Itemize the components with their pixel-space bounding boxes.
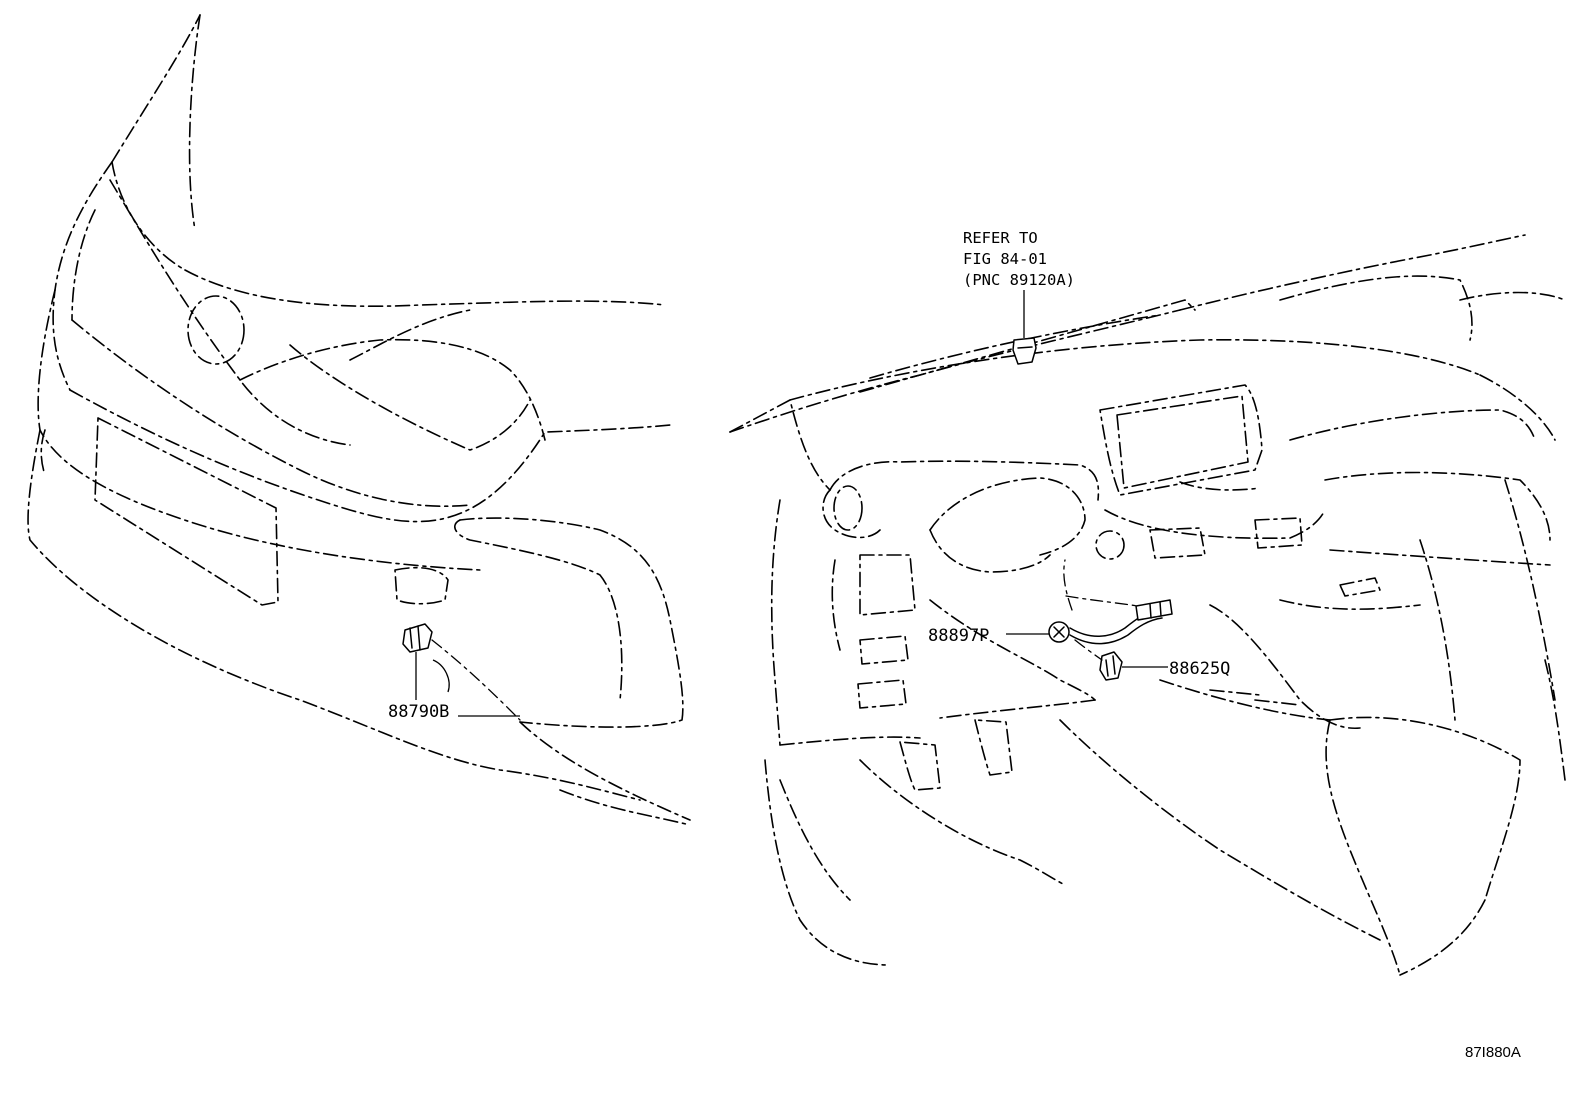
callout-88625q: 88625Q (1169, 659, 1230, 679)
part-88897p-harness (1006, 559, 1173, 645)
part-88790b-clip (402, 623, 521, 721)
reference-note-line3: (PNC 89120A) (963, 271, 1075, 289)
callout-88897p: 88897P (928, 626, 989, 646)
figure-id: 87I880A (1465, 1044, 1521, 1061)
part-89120a-sensor (1012, 290, 1037, 365)
reference-note-line2: FIG 84-01 (963, 250, 1047, 268)
reference-note-line1: REFER TO (963, 229, 1038, 247)
callout-88790b: 88790B (388, 702, 449, 722)
front-bumper-view (27, 14, 691, 826)
instrument-panel-view (729, 234, 1566, 976)
part-88625q-clip (1074, 639, 1168, 681)
